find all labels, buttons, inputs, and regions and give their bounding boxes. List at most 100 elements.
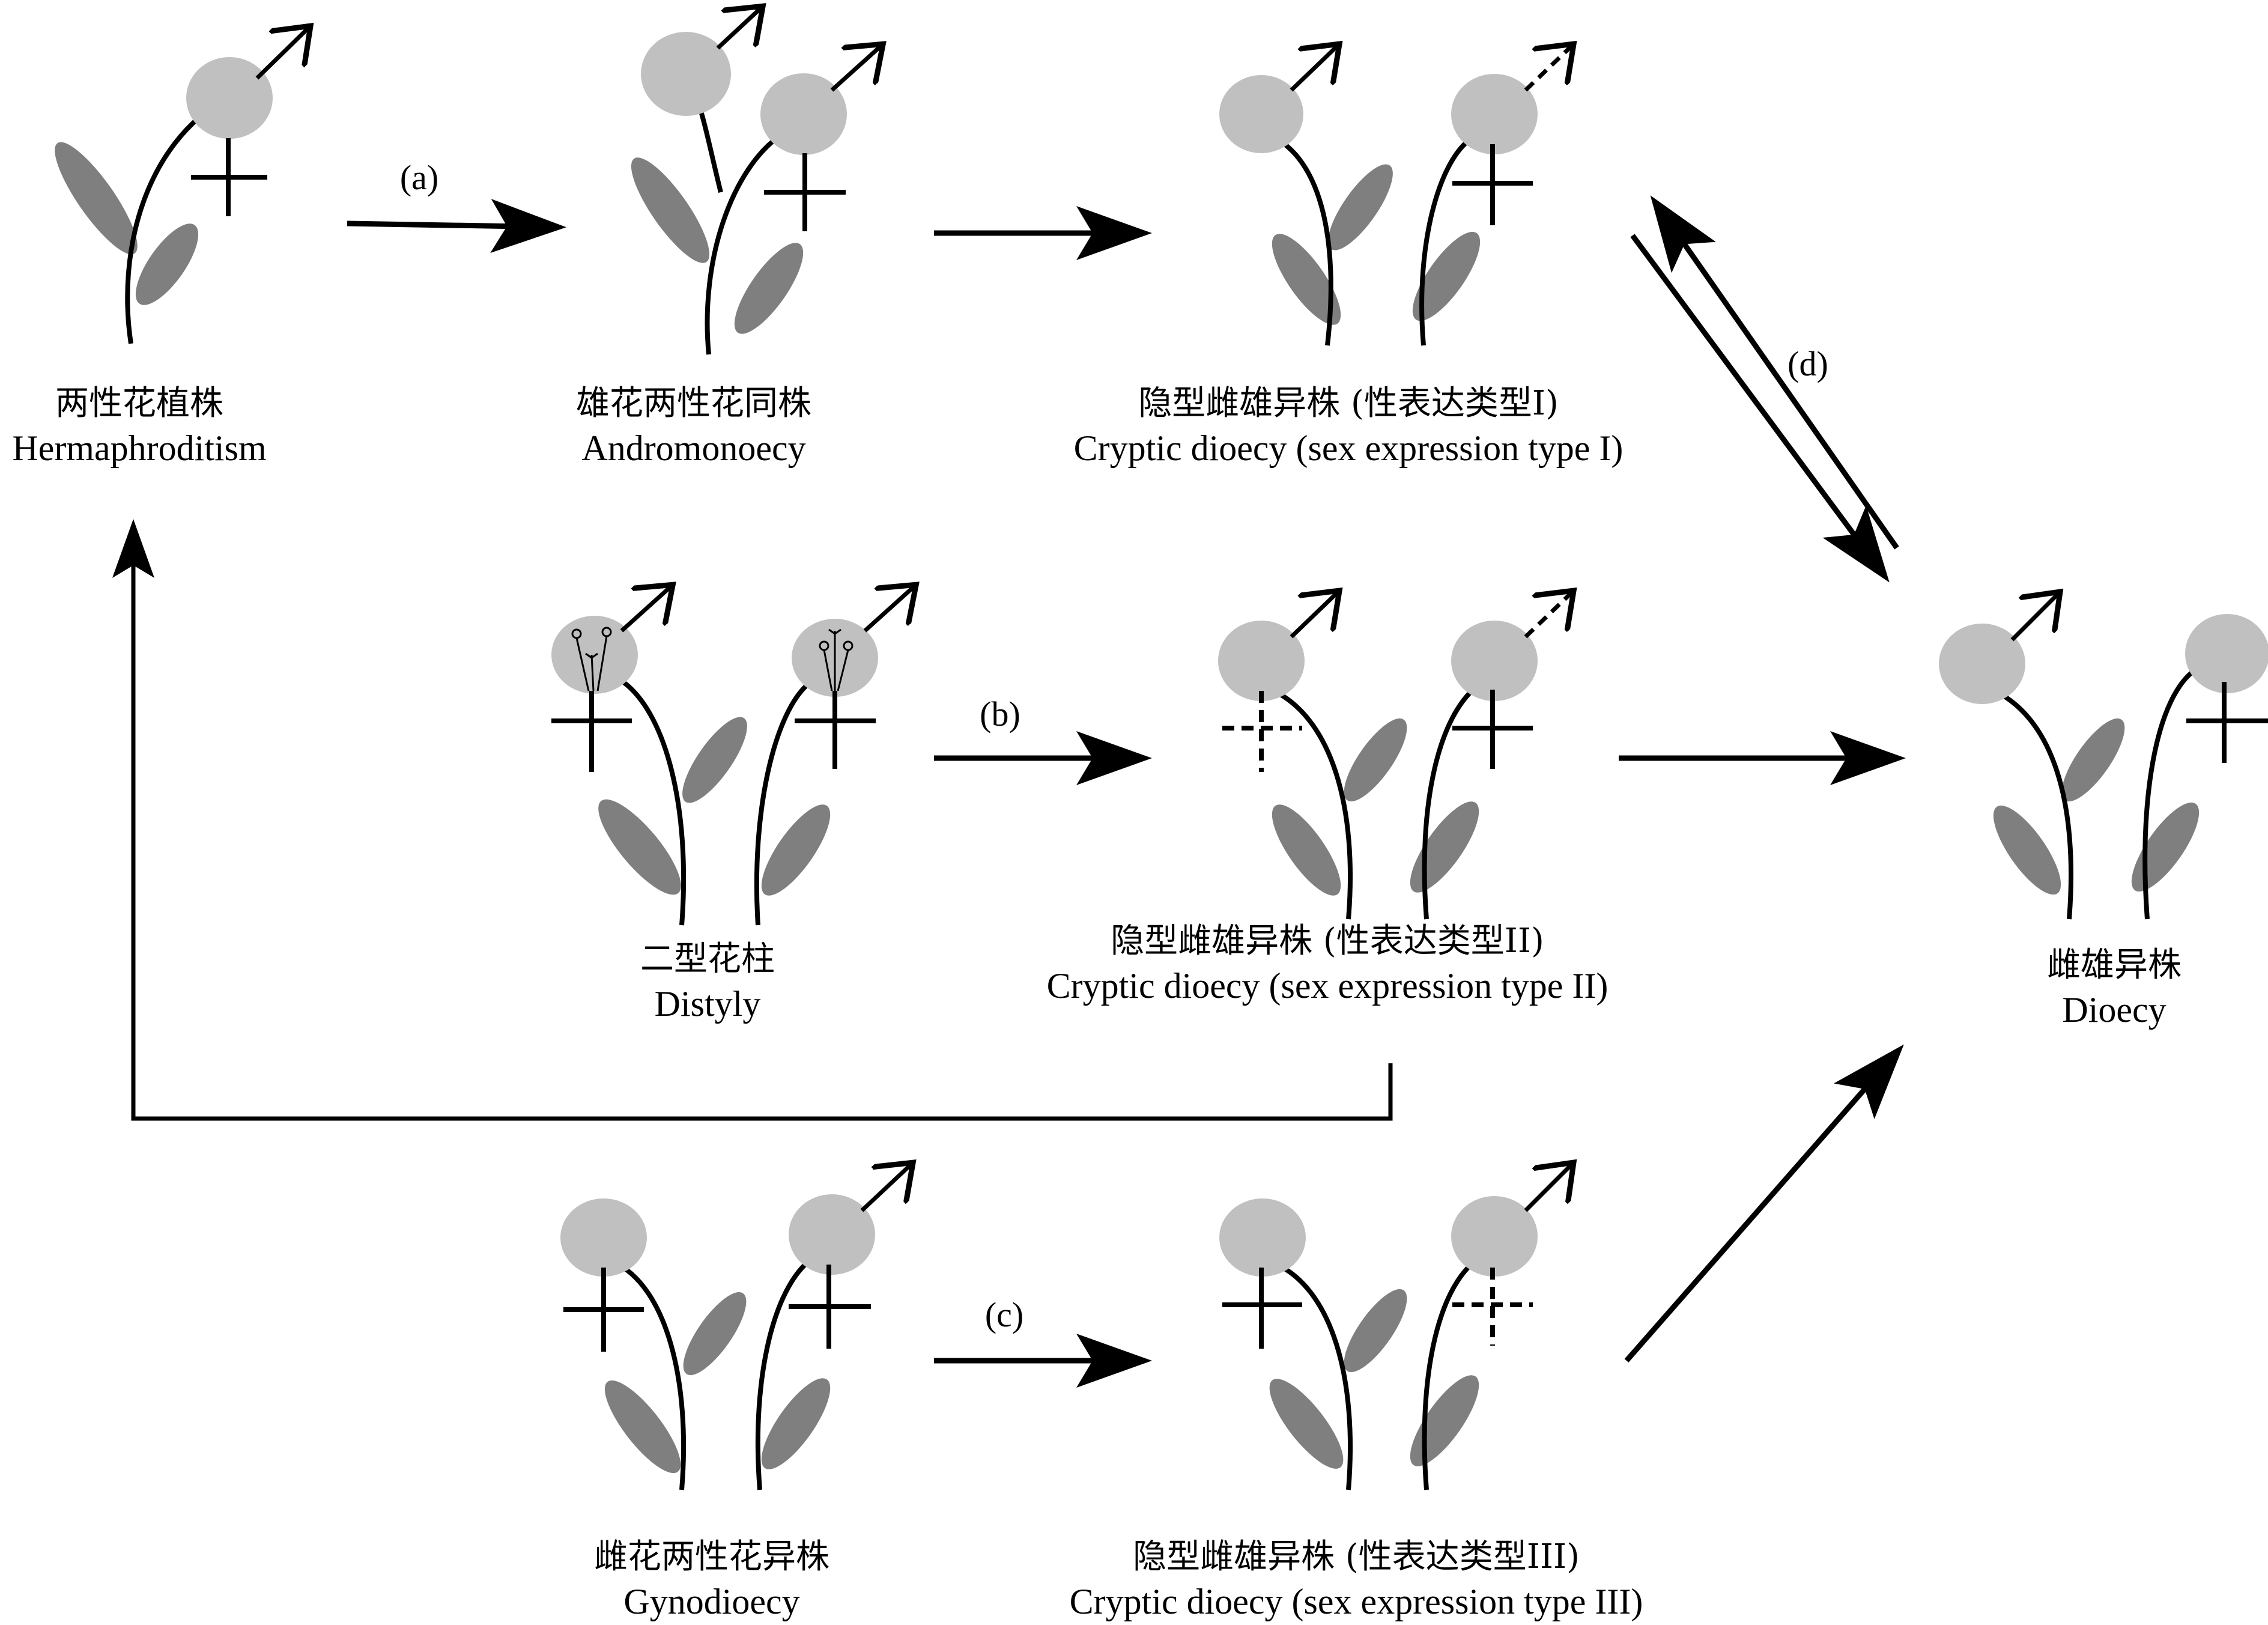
- male-symbol-dashed: [1524, 594, 1571, 639]
- male-symbol-arrow: [2010, 595, 2057, 642]
- male-symbol-arrow: [620, 588, 670, 633]
- leaf: [683, 1292, 747, 1376]
- stem: [611, 1259, 687, 1490]
- stem: [1422, 1253, 1485, 1490]
- label-en: Cryptic dioecy (sex expression type II): [1046, 966, 1609, 1006]
- plant-gynodioecy: [560, 1165, 910, 1490]
- leaf: [1272, 234, 1341, 325]
- flower: [1218, 621, 1305, 701]
- label-cryptic3: 隐型雌雄异株 (性表达类型III) Cryptic dioecy (sex ex…: [1070, 1535, 1643, 1624]
- pathway-label-d: (d): [1787, 344, 1828, 383]
- stem: [1419, 133, 1479, 346]
- male-symbol-dashed: [1524, 47, 1571, 92]
- label-en: Distyly: [654, 984, 761, 1024]
- leaf: [604, 1380, 681, 1474]
- female-symbol-cross: [764, 153, 846, 231]
- male-symbol-arrow: [1290, 47, 1336, 92]
- male-symbol-arrow: [830, 47, 880, 92]
- leaf: [55, 142, 138, 255]
- plant-andromonoecy: [631, 9, 880, 355]
- label-dioecy: 雌雄异株 Dioecy: [2047, 943, 2182, 1032]
- stem: [754, 679, 813, 926]
- flower: [1939, 624, 2025, 704]
- arrow-a: [347, 199, 566, 254]
- arrow-cryptic3-to-dioecy: [1624, 1044, 1904, 1362]
- leaf: [631, 157, 710, 263]
- plant-cryptic-type2: [1218, 594, 1571, 920]
- stem: [1266, 685, 1353, 920]
- male-symbol-arrow: [255, 29, 308, 80]
- stem: [755, 1253, 819, 1490]
- label-zh: 隐型雌雄异株 (性表达类型I): [1138, 384, 1559, 423]
- label-en: Cryptic dioecy (sex expression type III): [1069, 1582, 1643, 1621]
- flower-style-stamen: [571, 627, 612, 691]
- leaf: [1269, 1379, 1344, 1469]
- female-symbol-cross: [563, 1268, 644, 1352]
- pathway-label-b: (b): [980, 694, 1020, 734]
- label-zh: 雌雄异株: [2047, 946, 2182, 985]
- stem: [705, 133, 783, 355]
- plant-cryptic-type3: [1219, 1165, 1571, 1490]
- female-symbol-cross: [1452, 690, 1533, 769]
- female-symbol-cross: [551, 691, 632, 772]
- label-en: Hermaphroditism: [12, 428, 267, 468]
- leaf: [1412, 231, 1481, 321]
- female-symbol-cross: [1452, 144, 1533, 225]
- leaf: [2061, 718, 2125, 802]
- stem: [1422, 679, 1485, 920]
- label-andromonoecy: 雄花两性花同株 Andromonoecy: [576, 381, 811, 470]
- male-symbol-arrow: [860, 1165, 910, 1212]
- label-zh: 隐型雌雄异株 (性表达类型II): [1111, 922, 1544, 961]
- flower: [1451, 74, 1538, 154]
- leaf: [1328, 164, 1393, 251]
- leaf: [1272, 804, 1341, 896]
- label-gynodioecy: 雌花两性花异株 Gynodioecy: [594, 1535, 829, 1624]
- label-distyly: 二型花柱 Distyly: [640, 937, 775, 1026]
- flower: [186, 57, 273, 139]
- flower: [1219, 1198, 1306, 1277]
- leaf: [1344, 718, 1407, 802]
- leaf: [734, 243, 804, 334]
- male-symbol-arrow: [1290, 594, 1336, 639]
- female-symbol-cross: [789, 1265, 871, 1349]
- leaf: [682, 717, 747, 803]
- flower: [1451, 1196, 1538, 1277]
- stem: [617, 676, 687, 926]
- label-en: Cryptic dioecy (sex expression type I): [1073, 428, 1624, 468]
- stem: [1987, 685, 2074, 920]
- label-en: Dioecy: [2062, 990, 2166, 1030]
- leaf: [2131, 802, 2200, 892]
- flower: [760, 73, 847, 155]
- leaf: [761, 1378, 831, 1469]
- flower: [1451, 621, 1538, 701]
- arrow-dioecy-to-cryptic1: [1650, 195, 1899, 550]
- label-zh: 雄花两性花同株: [576, 384, 811, 423]
- plant-cryptic-type1: [1219, 47, 1571, 346]
- leaf: [1410, 801, 1479, 893]
- leaf: [1410, 1375, 1479, 1466]
- flower: [641, 32, 731, 116]
- plant-distyly: [551, 588, 913, 926]
- male-symbol-arrow: [1524, 1165, 1571, 1212]
- female-symbol-cross: [191, 138, 267, 216]
- leaf: [1344, 1289, 1407, 1373]
- leaf: [598, 799, 681, 895]
- label-zh: 雌花两性花异株: [594, 1537, 829, 1576]
- female-symbol-cross: [1222, 1268, 1302, 1349]
- label-zh: 二型花柱: [640, 940, 775, 979]
- label-zh: 隐型雌雄异株 (性表达类型III): [1133, 1537, 1580, 1576]
- label-cryptic1: 隐型雌雄异株 (性表达类型I) Cryptic dioecy (sex expr…: [1074, 381, 1624, 470]
- arrow-cryptic1-to-dioecy: [1630, 234, 1890, 583]
- leaf: [761, 804, 831, 896]
- label-en: Gynodioecy: [623, 1582, 800, 1621]
- stem: [1269, 1259, 1353, 1490]
- male-symbol-arrow: [863, 588, 913, 633]
- pathway-label-c: (c): [984, 1295, 1024, 1334]
- label-zh: 两性花植株: [55, 384, 223, 423]
- pathway-label-a: (a): [399, 158, 439, 197]
- plant-hermaphroditism: [55, 29, 308, 344]
- leaf: [1993, 805, 2061, 895]
- female-symbol-cross: [2186, 682, 2268, 763]
- flower: [560, 1198, 647, 1277]
